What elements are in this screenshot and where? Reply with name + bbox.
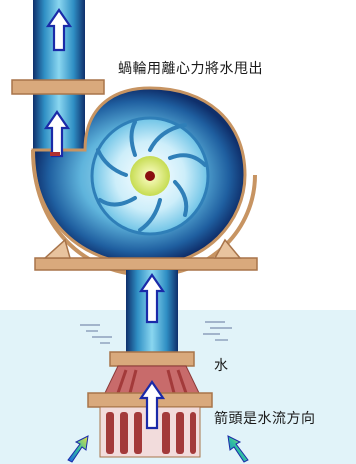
flow-arrow-icon — [138, 380, 166, 430]
flow-arrow-icon — [45, 8, 73, 52]
inflow-arrow-icon — [227, 435, 249, 463]
water-ripples — [80, 321, 232, 344]
suction-flange — [109, 351, 195, 367]
outlet-flange — [11, 79, 105, 95]
impeller-vanes — [96, 120, 207, 232]
water-label: 水 — [214, 358, 229, 374]
flow-arrow-icon — [138, 273, 166, 324]
impeller-shaft — [145, 171, 155, 181]
pump-stand — [34, 238, 258, 271]
inflow-arrow-icon — [67, 435, 89, 463]
arrow-meaning-label: 箭頭是水流方向 — [214, 411, 316, 427]
impeller-label: 蝸輪用離心力將水甩出 — [118, 61, 263, 77]
